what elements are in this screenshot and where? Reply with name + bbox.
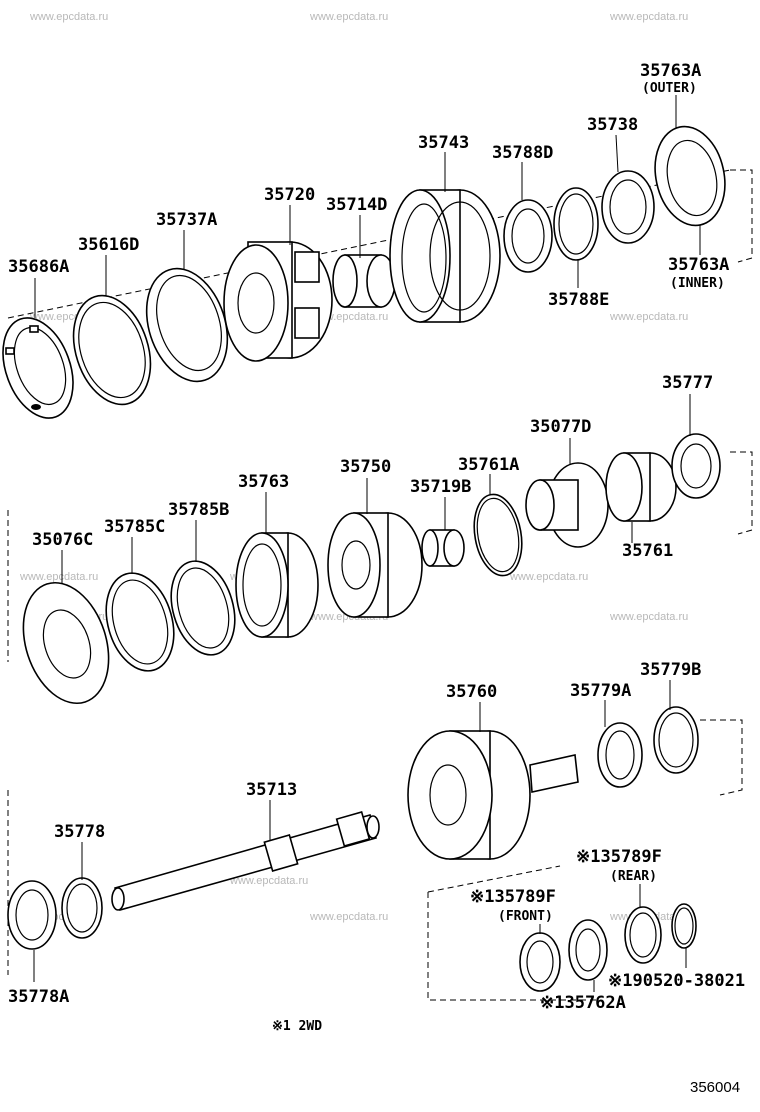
label-135789f-front: ※135789F bbox=[470, 887, 556, 907]
label-35763a-inner-sub: (INNER) bbox=[670, 276, 725, 291]
label-35761a: 35761A bbox=[458, 455, 519, 475]
label-35760: 35760 bbox=[446, 682, 497, 702]
label-35785c: 35785C bbox=[104, 517, 165, 537]
part-35761 bbox=[605, 452, 677, 522]
watermark: www.epcdata.ru bbox=[609, 611, 688, 623]
part-labels: 35763A (OUTER) 35738 35788D 35743 35720 … bbox=[8, 61, 745, 1013]
part-35077d bbox=[525, 462, 609, 548]
part-35713 bbox=[111, 810, 380, 911]
part-135789f-front bbox=[519, 932, 561, 992]
watermark: www.epcdata.ru bbox=[609, 11, 688, 23]
label-35719b: 35719B bbox=[410, 477, 471, 497]
leader-lines bbox=[33, 95, 701, 992]
part-35763a bbox=[654, 125, 726, 227]
label-35737a: 35737A bbox=[156, 210, 217, 230]
footnote: ※1 2WD bbox=[272, 1019, 322, 1034]
label-135789f-front-sub: (FRONT) bbox=[498, 909, 553, 924]
watermark: www.epcdata.ru bbox=[19, 571, 98, 583]
part-35779a bbox=[597, 722, 643, 788]
label-190520-38021: ※190520-38021 bbox=[608, 971, 745, 991]
part-35779b bbox=[653, 706, 699, 774]
label-35686a: 35686A bbox=[8, 257, 69, 277]
label-35763a-inner: 35763A bbox=[668, 255, 729, 275]
label-35779a: 35779A bbox=[570, 681, 631, 701]
part-35750 bbox=[327, 512, 423, 618]
part-35778 bbox=[61, 877, 103, 939]
part-35719b bbox=[421, 529, 465, 567]
part-35763 bbox=[235, 532, 319, 638]
label-35750: 35750 bbox=[340, 457, 391, 477]
label-35076c: 35076C bbox=[32, 530, 93, 550]
label-35788d: 35788D bbox=[492, 143, 553, 163]
part-35788e bbox=[553, 187, 599, 261]
label-35763a-outer-sub: (OUTER) bbox=[642, 81, 697, 96]
part-35777 bbox=[671, 433, 721, 499]
label-135789f-rear-sub: (REAR) bbox=[610, 869, 657, 884]
label-35779b: 35779B bbox=[640, 660, 701, 680]
part-35785b bbox=[170, 560, 236, 656]
label-35777: 35777 bbox=[662, 373, 713, 393]
part-35760 bbox=[407, 730, 579, 860]
part-135789f-rear bbox=[624, 906, 662, 964]
label-35763a-outer: 35763A bbox=[640, 61, 701, 81]
part-35743 bbox=[389, 189, 501, 323]
label-35788e: 35788E bbox=[548, 290, 609, 310]
watermark: www.epcdata.ru bbox=[29, 11, 108, 23]
figure-code: 356004 bbox=[690, 1079, 740, 1096]
label-35714d: 35714D bbox=[326, 195, 387, 215]
part-135762a bbox=[568, 919, 608, 981]
label-35616d: 35616D bbox=[78, 235, 139, 255]
part-35761a bbox=[473, 493, 523, 577]
label-35713: 35713 bbox=[246, 780, 297, 800]
label-35778: 35778 bbox=[54, 822, 105, 842]
watermark: www.epcdata.ru bbox=[609, 311, 688, 323]
part-35686a bbox=[2, 317, 74, 419]
part-35737a bbox=[145, 267, 229, 383]
part-190520-38021 bbox=[671, 903, 697, 949]
label-35738: 35738 bbox=[587, 115, 638, 135]
label-35743: 35743 bbox=[418, 133, 469, 153]
label-35763: 35763 bbox=[238, 472, 289, 492]
label-35778a: 35778A bbox=[8, 987, 69, 1007]
watermark: www.epcdata.ru bbox=[509, 571, 588, 583]
label-35077d: 35077D bbox=[530, 417, 591, 437]
part-35738 bbox=[601, 170, 655, 244]
part-35788d bbox=[503, 199, 553, 273]
label-35761: 35761 bbox=[622, 541, 673, 561]
part-35714d bbox=[332, 254, 396, 308]
label-135789f-rear: ※135789F bbox=[576, 847, 662, 867]
label-135762a: ※135762A bbox=[540, 993, 626, 1013]
part-35720 bbox=[223, 241, 333, 362]
part-35076c bbox=[22, 581, 110, 705]
label-35785b: 35785B bbox=[168, 500, 229, 520]
watermark: www.epcdata.ru bbox=[229, 875, 308, 887]
part-35616d bbox=[72, 294, 152, 406]
watermark: www.epcdata.ru bbox=[309, 11, 388, 23]
part-35778a bbox=[7, 880, 57, 950]
watermark: www.epcdata.ru bbox=[309, 911, 388, 923]
part-35785c bbox=[105, 572, 175, 672]
label-35720: 35720 bbox=[264, 185, 315, 205]
